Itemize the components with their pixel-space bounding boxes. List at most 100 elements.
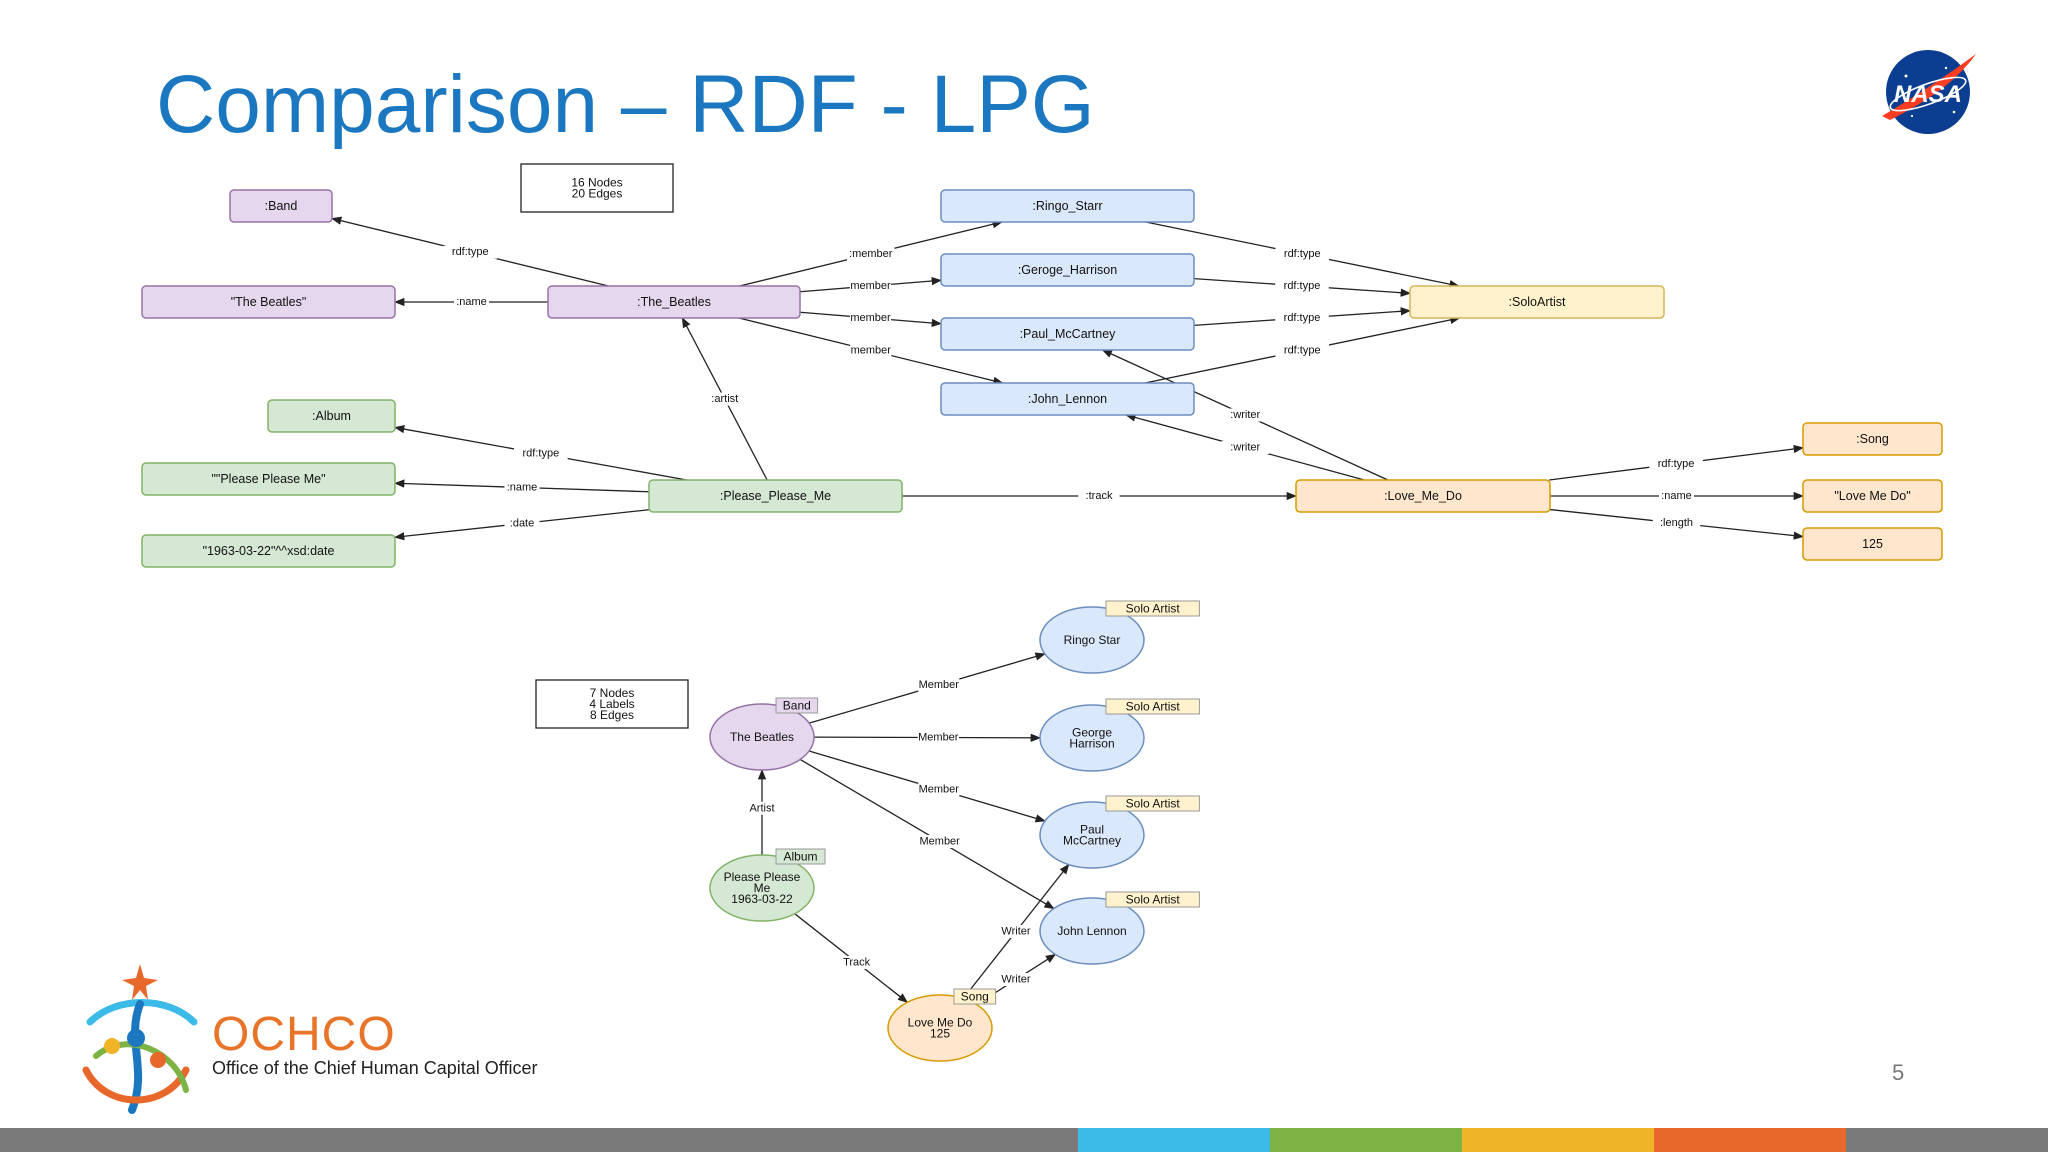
- rdf-edge-10-label: :artist: [711, 393, 738, 405]
- rdf-edge-11-label: rdf:type: [523, 448, 560, 460]
- rdf-edge-7-label: rdf:type: [1284, 280, 1321, 292]
- rdf-edge-6-label: rdf:type: [1284, 248, 1321, 260]
- lpg-node-tag-box: [1105, 891, 1200, 908]
- rdf-node-box: [141, 462, 396, 496]
- rdf-edge-8-label-bg: [1275, 311, 1329, 325]
- rdf-edge-2-label: :member: [849, 248, 893, 260]
- rdf-node-box: [547, 285, 801, 319]
- rdf-edge-13-label-bg: [504, 517, 540, 530]
- ochco-abbrev: OCHCO: [212, 1008, 396, 1061]
- lpg-node-circle: [1039, 897, 1145, 965]
- slide-title: Comparison – RDF - LPG: [156, 59, 1095, 150]
- rdf-node-date_lit: "1963-03-22"^^xsd:date: [141, 534, 396, 568]
- lpg-stats-box-line: 4 Labels: [589, 697, 634, 711]
- rdf-node-box: [141, 285, 396, 319]
- lpg-node-tag: Solo Artist: [1126, 700, 1181, 714]
- lpg-edge-0-label: Member: [919, 679, 960, 691]
- rdf-edge-19-label: :length: [1660, 517, 1693, 529]
- ochco-logo-icon: [82, 964, 198, 1114]
- rdf-node-label: :Love_Me_Do: [1384, 489, 1462, 503]
- lpg-stats-box-line: 8 Edges: [590, 708, 634, 722]
- lpg-stats-box-border: [535, 679, 689, 729]
- lpg-edge-2-label: Member: [919, 784, 960, 796]
- rdf-edge-18-label: :name: [1661, 490, 1692, 502]
- lpg-node-circle: [709, 703, 815, 771]
- lpg-edge-2-label-bg: [918, 783, 960, 797]
- lpg-node-circle: [887, 994, 993, 1062]
- lpg-edge-3-label-bg: [919, 834, 961, 848]
- rdf-edge-4-label: member: [850, 312, 891, 324]
- rdf-node-label: 125: [1862, 537, 1883, 551]
- rdf-edge-12-label-bg: [504, 481, 540, 494]
- rdf-node-lmd_lit: "Love Me Do": [1802, 479, 1943, 513]
- lpg-edge-7-label: Writer: [1001, 974, 1030, 986]
- lpg-node-circle: [1039, 801, 1145, 869]
- lpg-edges: MemberMemberMemberMemberArtistTrackWrite…: [741, 652, 1070, 1006]
- footer-bar-segment: [1654, 1128, 1846, 1152]
- lpg-node-label: McCartney: [1063, 834, 1121, 848]
- rdf-edge-15-label-bg: [1221, 408, 1269, 422]
- nasa-logo-text: NASA: [1894, 81, 1962, 108]
- lpg-node-tag-box: [775, 848, 826, 865]
- rdf-edge-16-label: :writer: [1230, 442, 1260, 454]
- footer-color-bar: [0, 1128, 2048, 1152]
- rdf-node-box: [940, 382, 1195, 416]
- rdf-edge-12-label: :name: [507, 482, 538, 494]
- rdf-edge-0-label: rdf:type: [452, 246, 489, 258]
- rdf-node-box: [940, 189, 1195, 223]
- rdf-node-thebeatles_lit: "The Beatles": [141, 285, 396, 319]
- lpg-edge-1-label-bg: [917, 731, 959, 745]
- lpg-node-label: George: [1072, 726, 1112, 740]
- rdf-node-label: :SoloArtist: [1509, 295, 1566, 309]
- lpg-node-tag: Song: [961, 990, 989, 1004]
- rdf-node-label: :Paul_McCartney: [1020, 327, 1117, 341]
- rdf-node-box: [1802, 422, 1943, 456]
- rdf-edge-4-label-bg: [849, 311, 892, 325]
- rdf-edge-5-label-bg: [850, 344, 892, 357]
- rdf-edges: rdf:type:name:membermembermembermemberrd…: [330, 216, 1805, 541]
- lpg-edge-4-label-bg: [741, 801, 783, 815]
- lpg-node-label: 1963-03-22: [731, 892, 793, 906]
- lpg-node-circle: [1039, 606, 1145, 674]
- rdf-node-album: :Album: [267, 399, 396, 433]
- rdf-edge-8-label: rdf:type: [1284, 312, 1321, 324]
- lpg-node-tag-box: [1105, 795, 1200, 812]
- footer-bar-segment: [0, 1128, 1078, 1152]
- lpg-edge-3-line: [799, 758, 1055, 910]
- lpg-edge-1-label: Member: [918, 732, 959, 744]
- rdf-edge-17-label-bg: [1649, 457, 1703, 471]
- lpg-edge-6-label-bg: [995, 925, 1037, 938]
- rdf-edge-14-label-bg: [1078, 489, 1120, 503]
- lpg-node-circle: [1039, 704, 1145, 772]
- lpg-node-tag: Band: [783, 699, 811, 713]
- rdf-edge-18-label-bg: [1659, 489, 1694, 503]
- rdf-edge-11-label-bg: [514, 447, 568, 461]
- rdf-node-len_lit: 125: [1802, 527, 1943, 561]
- rdf-node-label: ""Please Please Me": [211, 472, 325, 486]
- rdf-stats-box-border: [520, 163, 674, 213]
- lpg-node-label: Please Please: [724, 870, 801, 884]
- rdf-node-box: [229, 189, 333, 223]
- rdf-node-label: :The_Beatles: [637, 295, 711, 309]
- rdf-node-song: :Song: [1802, 422, 1943, 456]
- lpg-node-label: Love Me Do: [908, 1016, 973, 1030]
- rdf-edge-13-label: :date: [510, 518, 534, 530]
- lpg-node-tag: Album: [783, 850, 817, 864]
- lpg-node-label: 125: [930, 1027, 950, 1041]
- lpg-node-tag-box: [1105, 698, 1200, 715]
- rdf-node-box: [1409, 285, 1665, 319]
- footer-bar-segment: [1270, 1128, 1462, 1152]
- lpg-edge-5-label-bg: [839, 955, 875, 969]
- rdf-edge-1-label: :name: [456, 296, 487, 308]
- lpg-node-tag-box: [953, 988, 997, 1005]
- rdf-node-box: [648, 479, 903, 513]
